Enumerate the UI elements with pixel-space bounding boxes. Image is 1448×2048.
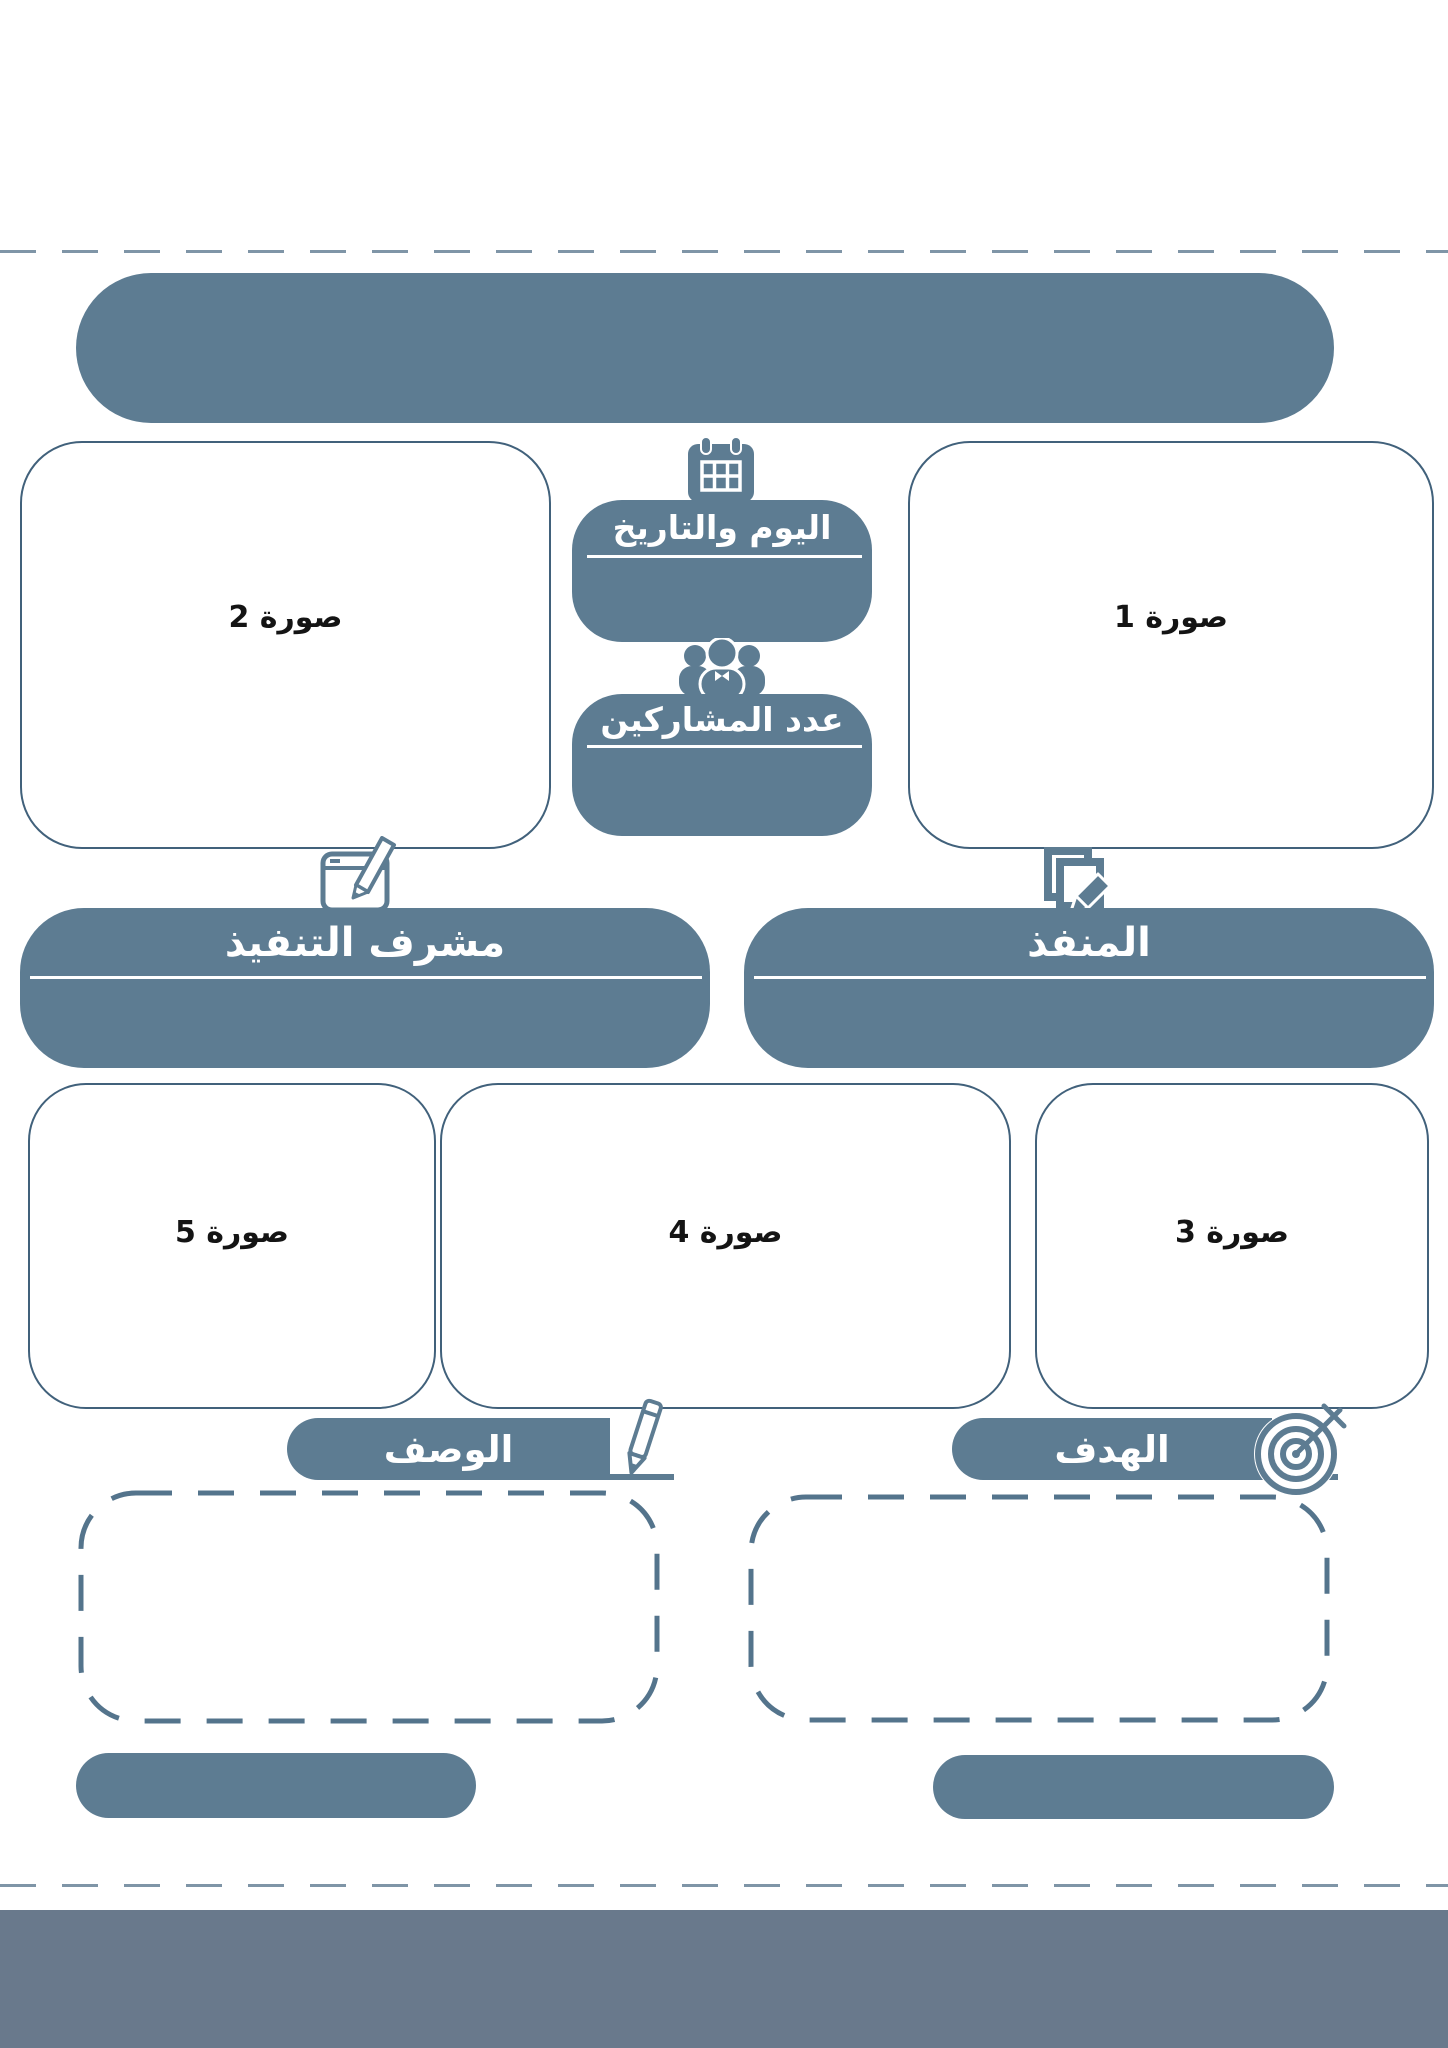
photo-placeholder-3[interactable]: صورة 3 [1035, 1083, 1429, 1409]
photo-placeholder-5[interactable]: صورة 5 [28, 1083, 436, 1409]
participants-field: عدد المشاركين [572, 694, 872, 836]
description-baseline [610, 1474, 674, 1480]
title-banner[interactable] [76, 273, 1334, 423]
cut-line-bottom [0, 1884, 1448, 1887]
supervisor-field: مشرف التنفيذ [20, 908, 710, 1068]
supervisor-value-area[interactable] [32, 968, 698, 1060]
target-icon [1254, 1402, 1354, 1498]
photo-label-2: صورة 2 [228, 599, 343, 635]
photo-label-5: صورة 5 [174, 1214, 290, 1250]
participants-label: عدد المشاركين [600, 700, 844, 739]
description-label: الوصف [383, 1427, 514, 1471]
description-header: الوصف [287, 1418, 610, 1480]
photo-label-4: صورة 4 [668, 1214, 783, 1250]
pencil-icon [604, 1398, 678, 1482]
goal-label: الهدف [1054, 1427, 1170, 1471]
date-value-area[interactable] [584, 560, 860, 634]
copy-pencil-icon [1042, 846, 1116, 916]
supervisor-label: مشرف التنفيذ [224, 920, 506, 966]
executor-label: المنفذ [1027, 920, 1151, 966]
bottom-left-capsule [76, 1753, 476, 1818]
executor-value-area[interactable] [756, 968, 1422, 1060]
participants-value-area[interactable] [584, 754, 860, 828]
photo-label-1: صورة 1 [1113, 599, 1229, 635]
date-label: اليوم والتاريخ [612, 508, 832, 547]
photo-label-3: صورة 3 [1174, 1214, 1290, 1250]
description-write-area[interactable] [78, 1490, 660, 1728]
participants-underline [587, 745, 862, 748]
executor-underline [754, 976, 1426, 979]
tablet-pencil-icon [320, 836, 410, 914]
goal-header: الهدف [952, 1418, 1272, 1480]
photo-placeholder-1[interactable]: صورة 1 [908, 441, 1434, 849]
photo-placeholder-2[interactable]: صورة 2 [20, 441, 551, 849]
date-field: اليوم والتاريخ [572, 500, 872, 642]
footer-bar [0, 1910, 1448, 2048]
photo-placeholder-4[interactable]: صورة 4 [440, 1083, 1011, 1409]
bottom-right-capsule [933, 1755, 1334, 1819]
goal-write-area[interactable] [748, 1494, 1330, 1727]
executor-field: المنفذ [744, 908, 1434, 1068]
cut-line-top [0, 250, 1448, 253]
date-underline [587, 555, 862, 558]
people-icon [676, 636, 768, 702]
supervisor-underline [30, 976, 702, 979]
calendar-icon [688, 436, 754, 504]
